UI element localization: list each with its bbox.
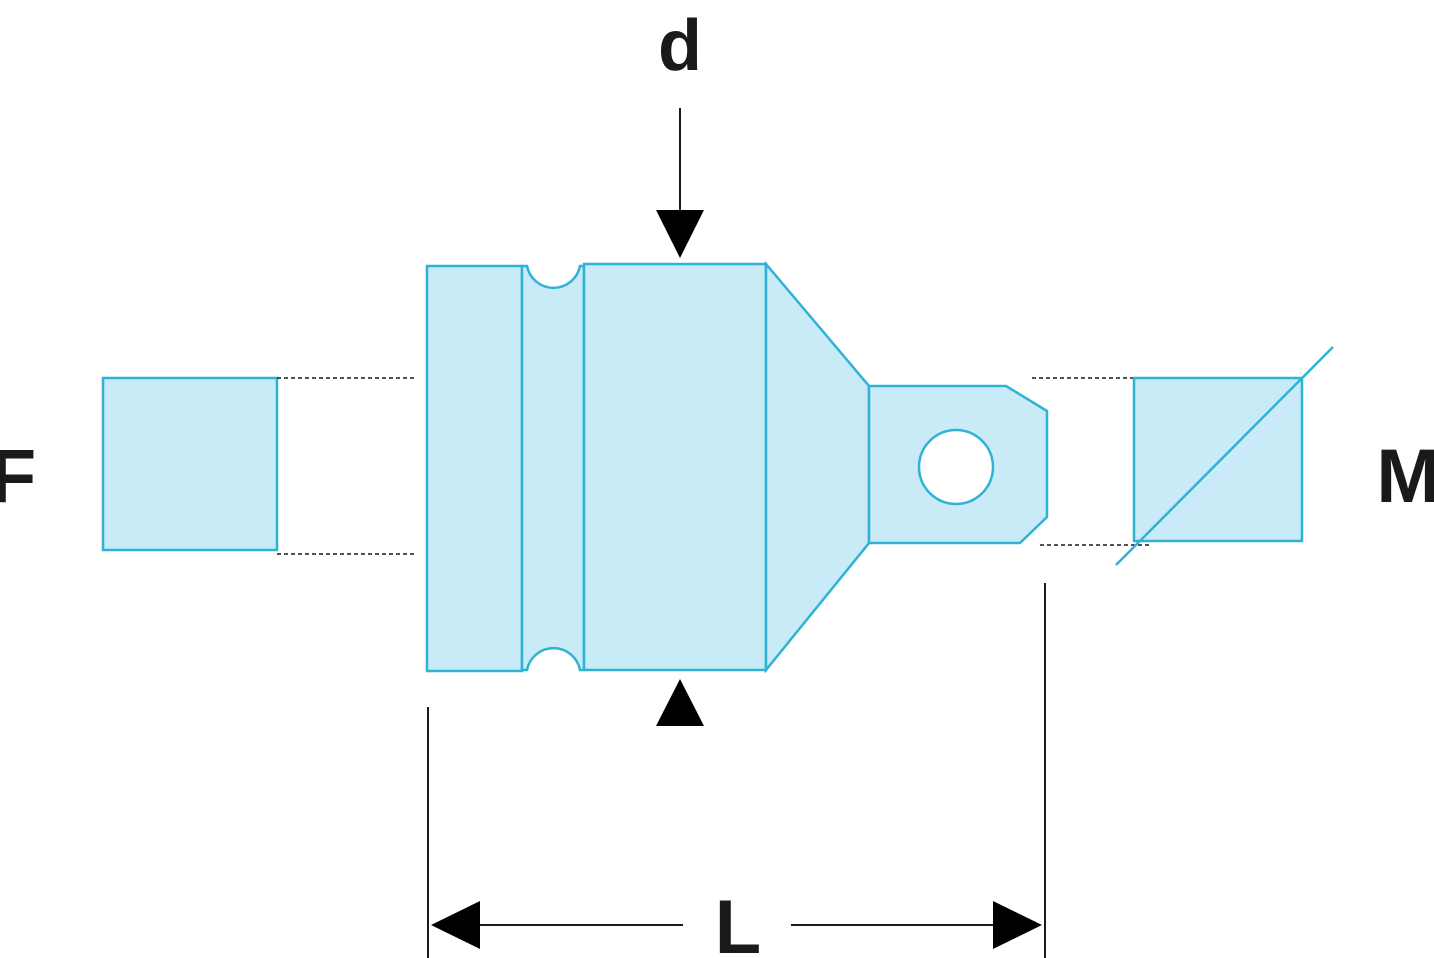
socket-collar xyxy=(425,264,524,673)
male-end-label: M xyxy=(1376,434,1434,519)
diameter-label: d xyxy=(658,6,702,86)
socket-groove xyxy=(520,264,586,672)
male-square-diagonal xyxy=(1115,346,1334,566)
length-label: L xyxy=(715,885,761,958)
pin-hole xyxy=(917,428,995,506)
diameter-arrowhead-bottom xyxy=(656,679,704,726)
length-arrowhead-right xyxy=(993,901,1042,949)
socket-taper xyxy=(764,260,871,674)
diameter-arrowhead-top xyxy=(656,210,704,258)
female-end-label: F xyxy=(0,434,36,519)
length-arrowhead-left xyxy=(431,901,480,949)
female-square-drive-view xyxy=(101,376,279,552)
socket-main-body xyxy=(582,262,768,672)
